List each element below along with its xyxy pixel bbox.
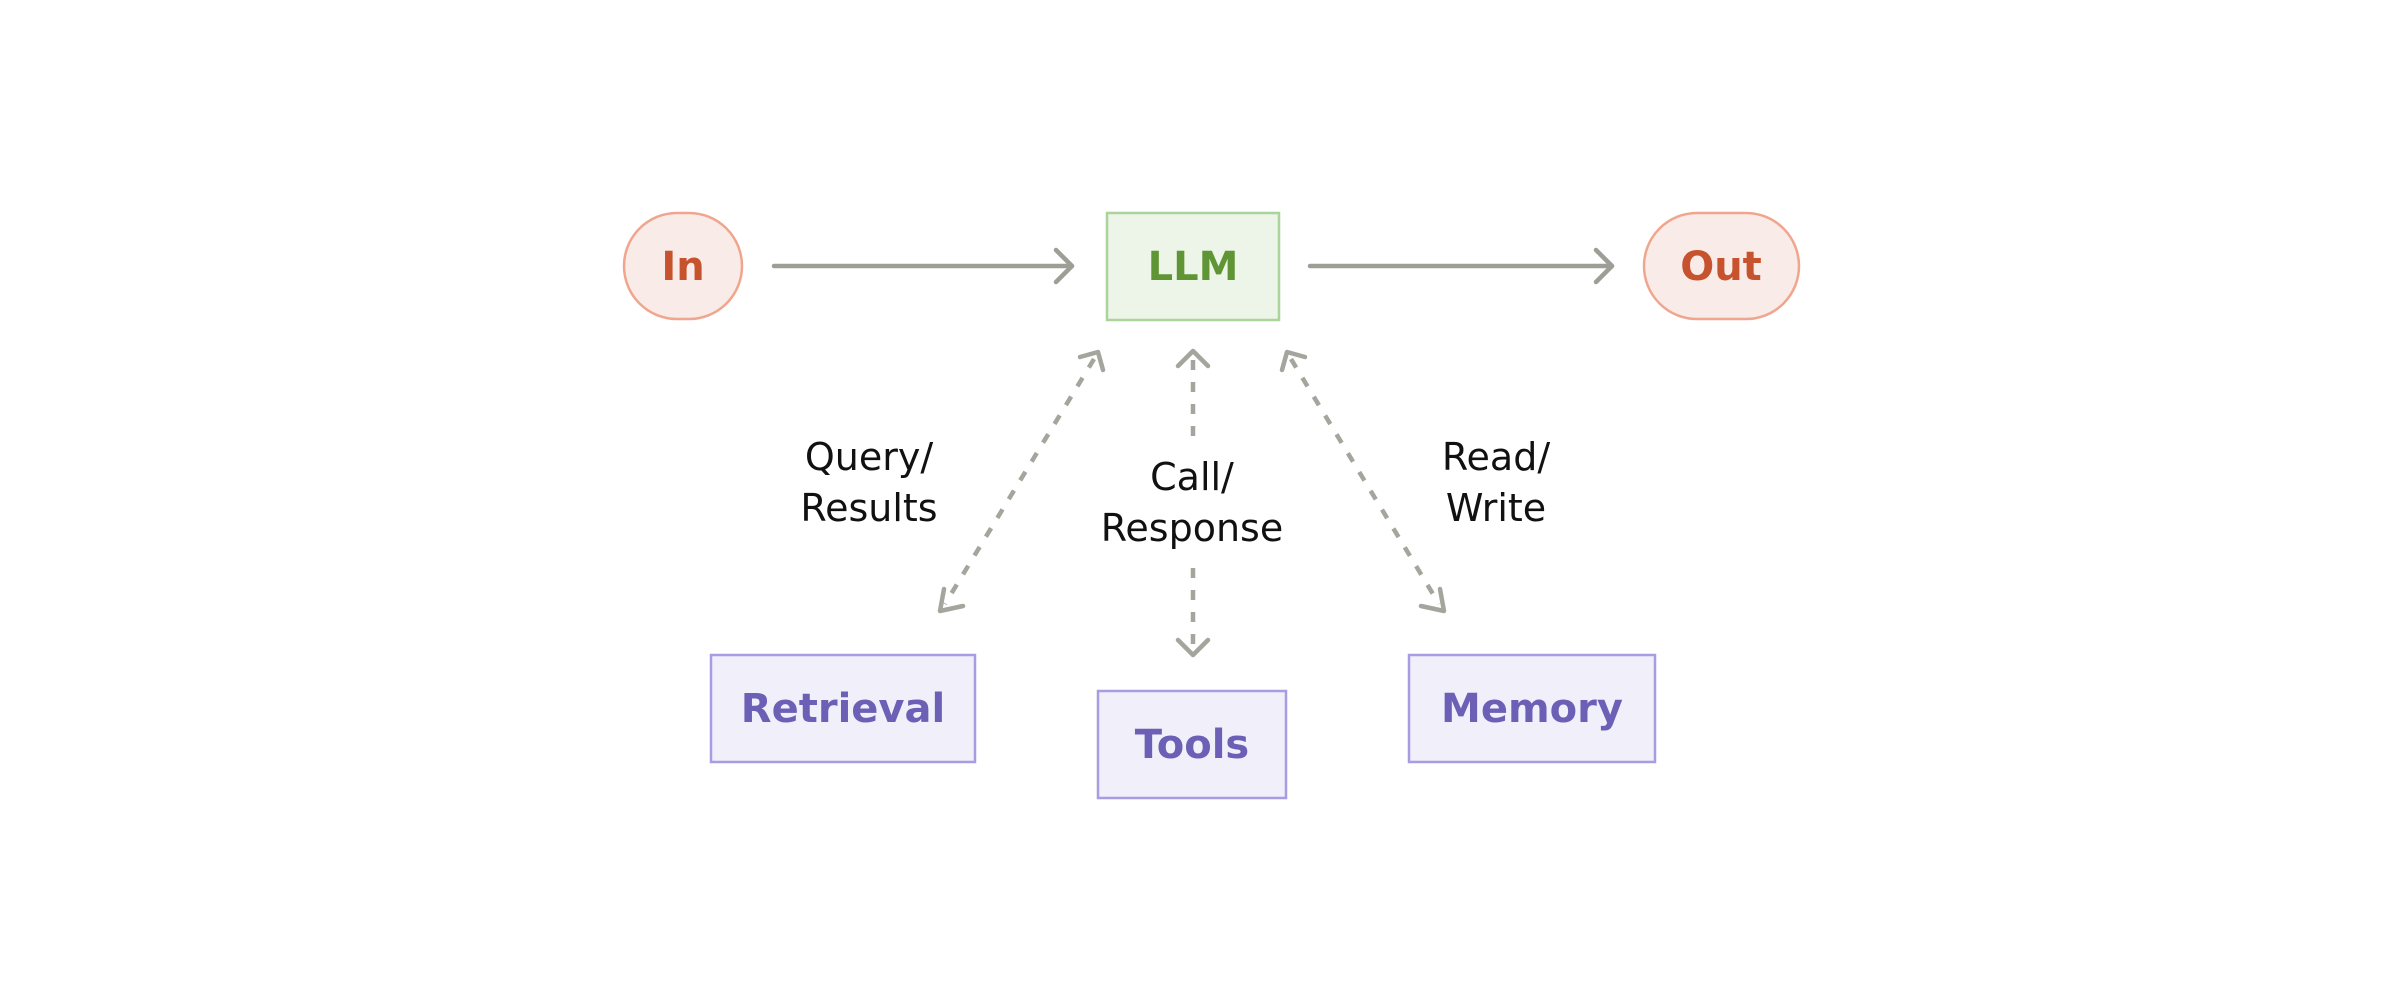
edge-label-memory-line1: Read/ [1442,435,1550,479]
node-llm: LLM [1105,211,1281,322]
edge-label-retrieval-line2: Results [800,486,937,530]
node-in-label: In [661,244,704,290]
node-out-label: Out [1680,244,1762,290]
arrow-in-to-llm [771,247,1075,285]
node-retrieval-label: Retrieval [741,686,945,732]
edge-label-memory: Read/ Write [1442,435,1550,530]
edge-label-memory-line2: Write [1446,486,1546,530]
node-retrieval: Retrieval [709,653,977,764]
edge-label-tools: Call/ Response [1101,455,1284,550]
node-memory-box [1407,653,1657,764]
dashed-arrow-llm-tools-top [1175,348,1211,440]
edge-label-tools-line1: Call/ [1150,455,1234,499]
node-in-pill [622,211,744,321]
dashed-arrow-llm-tools-bottom [1175,568,1211,658]
node-llm-label: LLM [1148,244,1239,290]
node-tools-box [1096,689,1288,800]
node-memory: Memory [1407,653,1657,764]
edge-label-tools-line2: Response [1101,506,1284,550]
node-tools: Tools [1096,689,1288,800]
node-in: In [622,211,744,321]
node-out-pill [1642,211,1801,321]
node-retrieval-box [709,653,977,764]
node-memory-label: Memory [1441,686,1623,732]
dashed-arrow-llm-retrieval [937,349,1106,614]
edge-label-retrieval-line1: Query/ [805,435,933,479]
dashed-arrow-llm-memory [1279,349,1447,614]
node-llm-box [1105,211,1281,322]
node-tools-label: Tools [1135,722,1249,768]
arrow-llm-to-out [1307,247,1615,285]
edge-label-retrieval: Query/ Results [800,435,937,530]
node-out: Out [1642,211,1801,321]
